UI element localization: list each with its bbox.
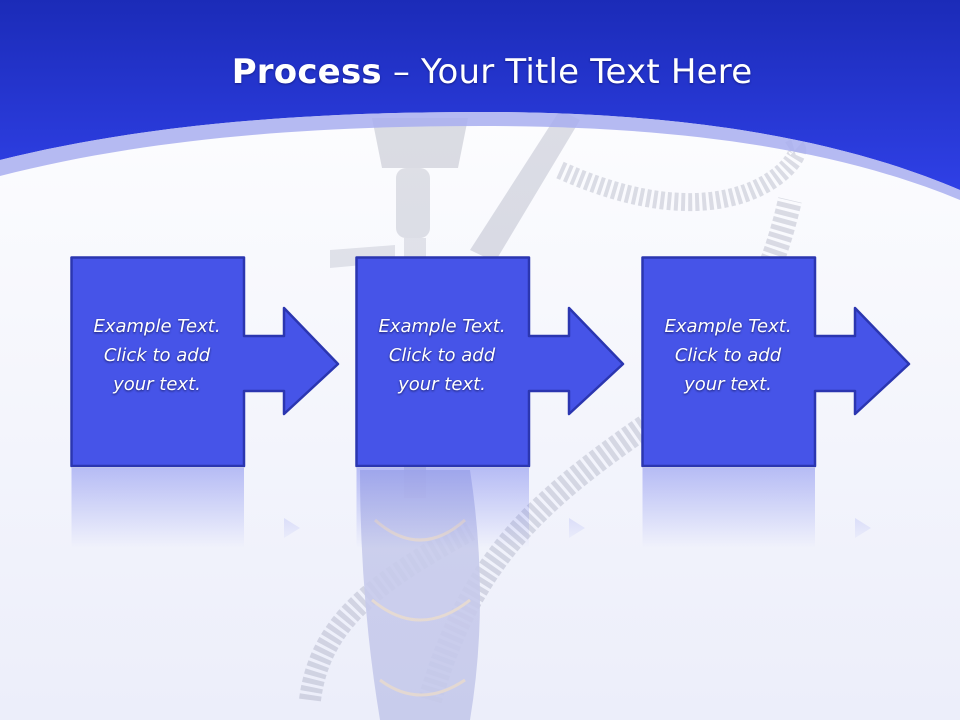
step-arrow-shape	[70, 256, 340, 468]
step-arrow-shape	[641, 256, 911, 468]
step-text-line-3: your text.	[398, 374, 486, 395]
step-text-line-2: Click to add	[103, 345, 211, 366]
step-text-line-1: Example Text.	[664, 316, 792, 337]
process-step-1[interactable]: Example Text. Click to add your text.	[70, 256, 340, 548]
step-reflection	[642, 468, 871, 548]
header-band	[0, 0, 960, 200]
step-text[interactable]: Example Text. Click to add your text.	[357, 312, 527, 399]
step-text-line-1: Example Text.	[378, 316, 506, 337]
step-text-line-2: Click to add	[674, 345, 782, 366]
process-step-2[interactable]: Example Text. Click to add your text.	[355, 256, 625, 548]
step-text-line-3: your text.	[684, 374, 772, 395]
step-text-line-1: Example Text.	[93, 316, 221, 337]
step-text-line-3: your text.	[113, 374, 201, 395]
step-text[interactable]: Example Text. Click to add your text.	[72, 312, 242, 399]
step-arrow-shape	[355, 256, 625, 468]
step-reflection	[356, 468, 585, 548]
title-rest: – Your Title Text Here	[381, 52, 753, 92]
title-bold: Process	[231, 52, 382, 92]
step-text[interactable]: Example Text. Click to add your text.	[643, 312, 813, 399]
step-reflection	[71, 468, 300, 548]
slide-title[interactable]: Process – Your Title Text Here	[0, 52, 960, 92]
step-text-line-2: Click to add	[388, 345, 496, 366]
process-step-3[interactable]: Example Text. Click to add your text.	[641, 256, 911, 548]
